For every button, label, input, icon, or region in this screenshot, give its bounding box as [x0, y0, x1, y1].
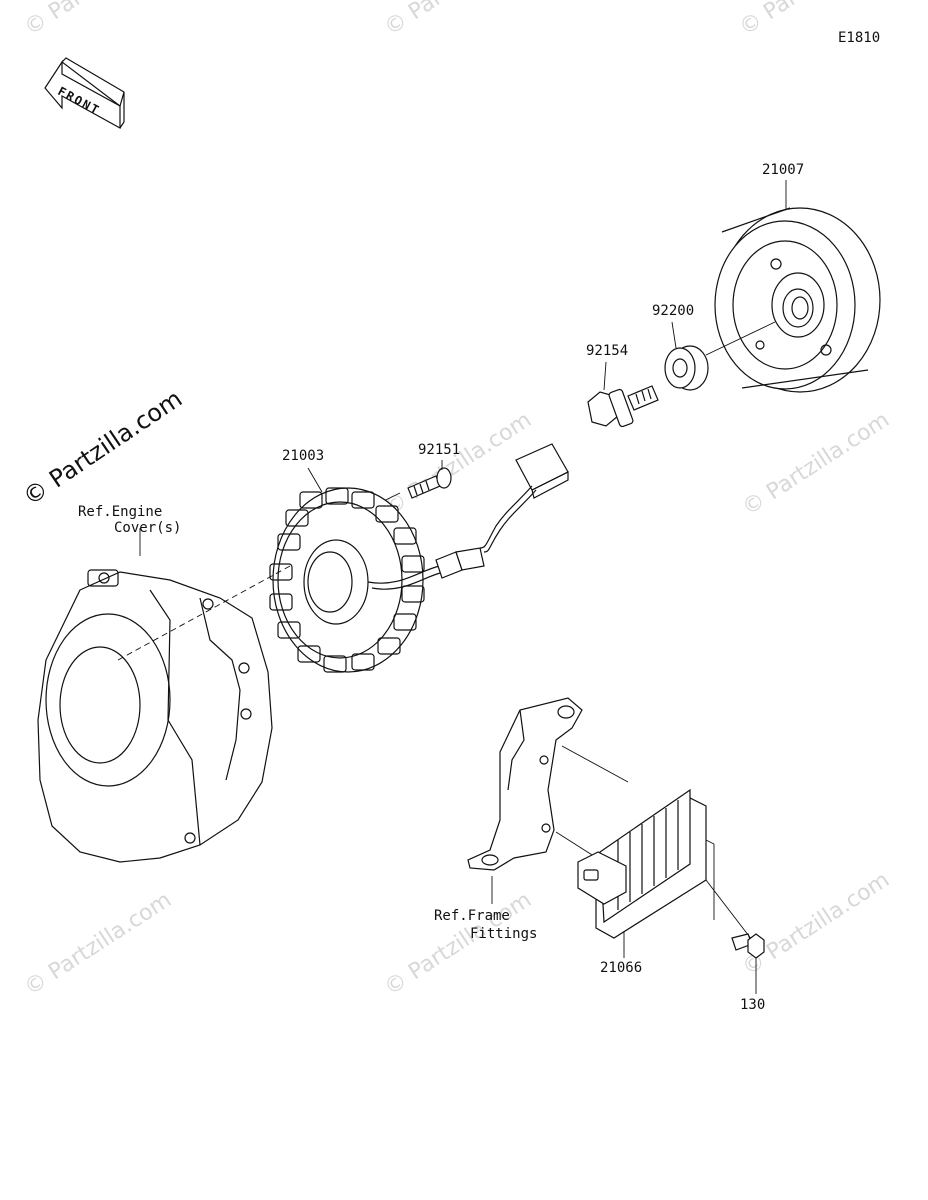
frame-bracket — [467, 697, 629, 871]
ref-engine-cover-line1: Ref.Engine — [78, 504, 163, 520]
ref-frame-line1: Ref.Frame — [434, 908, 510, 924]
callout-leaders — [139, 180, 787, 994]
diagram-code: E1810 — [838, 30, 881, 46]
engine-cover — [37, 565, 291, 863]
part-label-92151[interactable]: 92151 — [418, 442, 461, 458]
part-label-21007[interactable]: 21007 — [762, 162, 805, 178]
ref-frame-line2: Fittings — [470, 926, 538, 942]
ref-engine-cover-line2: Cover(s) — [114, 520, 182, 536]
part-label-130[interactable]: 130 — [740, 997, 766, 1013]
regulator-rectifier — [577, 788, 753, 941]
collar-spacer — [664, 321, 776, 391]
stator-connector — [479, 443, 569, 553]
part-label-21066[interactable]: 21066 — [600, 960, 643, 976]
part-label-92200[interactable]: 92200 — [652, 303, 695, 319]
stator-coil — [269, 487, 485, 673]
flywheel-rotor — [714, 207, 881, 393]
front-arrow-icon — [44, 57, 125, 130]
part-label-21003[interactable]: 21003 — [282, 448, 325, 464]
regulator-bolt — [731, 933, 765, 959]
part-label-92154[interactable]: 92154 — [586, 343, 629, 359]
flywheel-bolt — [587, 385, 659, 428]
